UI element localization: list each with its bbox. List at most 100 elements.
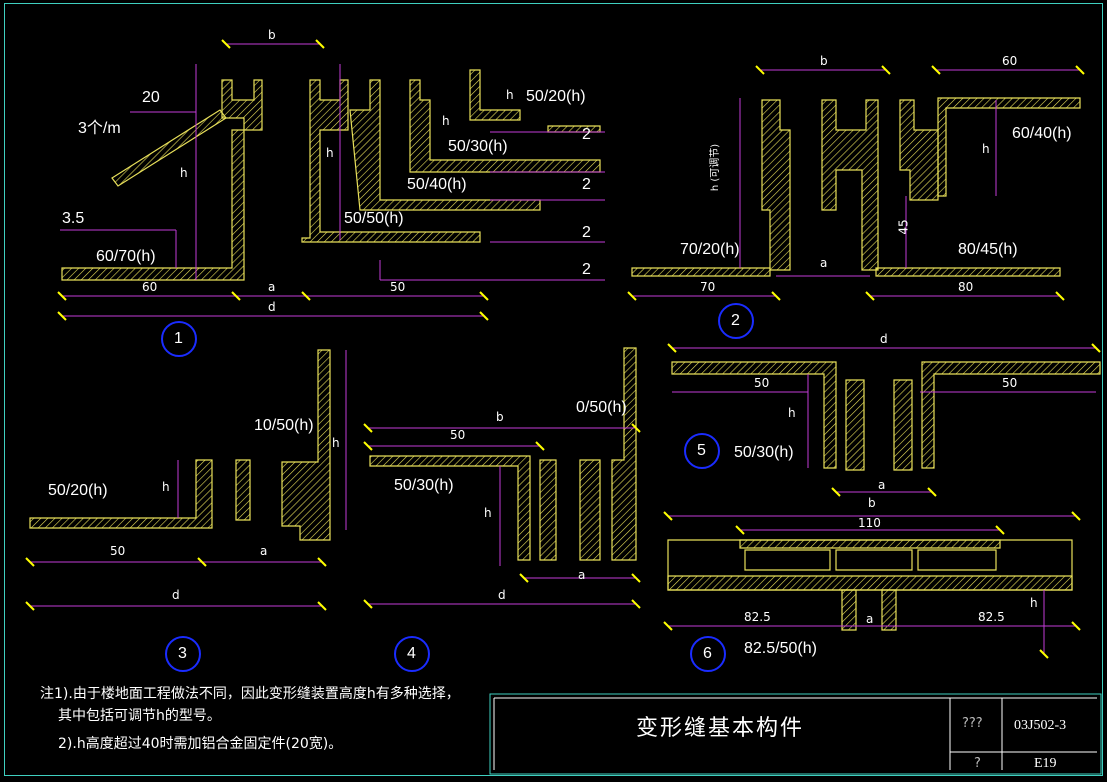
d6-dim-82-5-left: 82.5 (744, 610, 771, 624)
d1-clip-left (221, 79, 263, 131)
d6-stem-left (841, 589, 857, 631)
d2-label-80-45: 80/45(h) (958, 241, 1018, 258)
d1-plate-50-20 (547, 125, 601, 133)
d4-label-50-30: 50/30(h) (394, 477, 454, 494)
d4-dim-d: d (498, 588, 506, 602)
d4-dim-50: 50 (450, 428, 466, 442)
d2-right-clip (899, 99, 939, 201)
d1-label-20: 20 (142, 89, 160, 106)
d1-label-3-5: 3.5 (62, 210, 85, 227)
d2-body-left (761, 99, 791, 271)
d2-dim-h: h (982, 142, 990, 156)
d3-number: 3 (178, 645, 187, 662)
d2-dim-45: 45 (896, 219, 911, 235)
d3-base (29, 459, 213, 529)
d5-dim-h: h (788, 406, 796, 420)
d5-right-plate (921, 361, 1101, 469)
d6-slot-2 (835, 549, 913, 571)
d2-base-right (875, 267, 1061, 277)
d1-thickness-2d: 2 (582, 261, 591, 278)
d4-number-circle (394, 636, 430, 672)
d2-dim-h-adjustable: h (可调节) (710, 143, 722, 192)
d1-ladder (111, 109, 227, 187)
d6-label-82-5-50: 82.5/50(h) (744, 640, 817, 657)
d2-center-clip (821, 99, 879, 271)
title-block-field-a: ??? (962, 716, 983, 731)
d3-label-50-20: 50/20(h) (48, 482, 108, 499)
d1-dim-h4: h (506, 88, 514, 102)
d6-dim-110: 110 (858, 516, 881, 530)
d1-dim-a: a (268, 280, 276, 294)
d5-dim-50-left: 50 (754, 376, 770, 390)
d1-number: 1 (174, 330, 183, 347)
note-line-3: 2).h高度超过40时需加铝合金固定件(20宽)。 (58, 736, 343, 752)
title-block-code: 03J502-3 (1014, 718, 1067, 733)
d6-dim-a: a (866, 612, 874, 626)
d1-label-50-20: 50/20(h) (526, 88, 586, 105)
title-block-field-b: ? (974, 756, 981, 771)
d3-wall (281, 349, 331, 541)
d1-label-ladder: 3个/m (78, 120, 121, 137)
d6-base-strip (667, 575, 1073, 591)
d5-number-circle (684, 433, 720, 469)
d5-number: 5 (697, 442, 706, 459)
d1-dim-h2: h (326, 146, 334, 160)
d4-dim-a: a (578, 568, 586, 582)
sheet-border (4, 3, 1103, 776)
d1-thickness-2c: 2 (582, 224, 591, 241)
d2-number-circle (718, 303, 754, 339)
d1-dim-h3: h (442, 114, 450, 128)
d6-slot-3 (917, 549, 997, 571)
d5-dim-d: d (880, 332, 888, 346)
d3-label-10-50: 10/50(h) (254, 417, 314, 434)
d1-profile-50-20 (469, 69, 521, 121)
d4-wall-high (611, 347, 637, 561)
d4-top-plate (369, 455, 531, 561)
d2-dim-60: 60 (1002, 54, 1018, 68)
d1-dim-50: 50 (390, 280, 406, 294)
d1-label-50-50: 50/50(h) (344, 210, 404, 227)
d4-clip (539, 459, 557, 561)
d1-profile-50-50 (301, 79, 481, 243)
d3-dim-a: a (260, 544, 268, 558)
d1-label-50-30: 50/30(h) (448, 138, 508, 155)
d2-dim-b: b (820, 54, 828, 68)
d3-dim-d: d (172, 588, 180, 602)
note-line-1: 注1).由于楼地面工程做法不同，因此变形缝装置高度h有多种选择， (40, 686, 460, 702)
d4-dim-h: h (484, 506, 492, 520)
d6-dim-h: h (1030, 596, 1038, 610)
note-line-2: 其中包括可调节h的型号。 (58, 708, 221, 724)
d4-wall (579, 459, 601, 561)
d2-base-left (631, 267, 771, 277)
d1-profile-50-30 (409, 79, 601, 173)
d5-center-clip (845, 379, 865, 471)
d5-center-clip-b (893, 379, 913, 471)
d1-label-50-40: 50/40(h) (407, 176, 467, 193)
d1-label-60-70: 60/70(h) (96, 248, 156, 265)
d5-label-50-30: 50/30(h) (734, 444, 794, 461)
d1-dim-h1: h (180, 166, 188, 180)
d6-top-cover (739, 539, 1001, 549)
d2-label-70-20: 70/20(h) (680, 241, 740, 258)
title-block-title: 变形缝基本构件 (636, 716, 805, 741)
d6-slot-1 (744, 549, 831, 571)
d3-dim-50: 50 (110, 544, 126, 558)
d1-dim-d: d (268, 300, 276, 314)
d5-dim-b: b (868, 496, 876, 510)
d2-dim-80: 80 (958, 280, 974, 294)
d4-label-0-50: 0/50(h) (576, 399, 627, 416)
d1-dim-b: b (268, 28, 276, 42)
d5-dim-50-right: 50 (1002, 376, 1018, 390)
title-block-page: E19 (1034, 756, 1057, 771)
d2-top-plate (937, 97, 1081, 197)
d2-label-60-40: 60/40(h) (1012, 125, 1072, 142)
d1-profile-50-40 (349, 79, 541, 211)
d6-number-circle (690, 636, 726, 672)
d6-stem-right (881, 589, 897, 631)
d4-dim-b: b (496, 410, 504, 424)
d1-thickness-2a: 2 (582, 126, 591, 143)
d3-clip (235, 459, 251, 521)
d6-number: 6 (703, 645, 712, 662)
